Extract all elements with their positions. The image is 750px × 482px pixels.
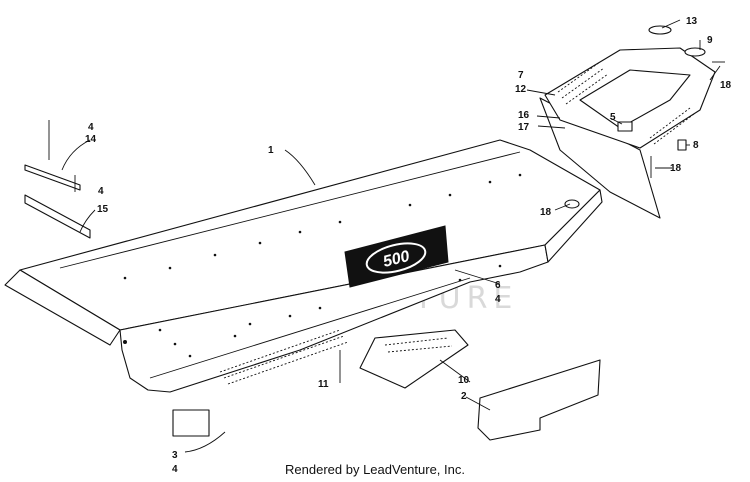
callout-14: 14	[85, 134, 97, 145]
callout-4-a: 4	[172, 464, 178, 475]
model-decal	[344, 225, 449, 288]
side-bracket-assembly	[24, 120, 91, 239]
callout-2: 2	[461, 391, 467, 402]
callout-8: 8	[693, 140, 699, 151]
running-board-tread	[219, 329, 349, 385]
rear-bumper-assembly	[539, 25, 725, 219]
callout-4-b: 4	[88, 122, 94, 133]
callout-6: 6	[495, 280, 501, 291]
reflector-9	[684, 47, 706, 57]
callout-17: 17	[518, 122, 530, 133]
callout-3: 3	[172, 450, 178, 461]
tunnel-top-crease	[59, 151, 521, 269]
callout-labels: 1 2 3 4 4 4 4 5 6 7 8 9 10 11 12 13 14 1…	[85, 16, 732, 475]
callout-11: 11	[318, 379, 329, 390]
callout-9: 9	[707, 35, 713, 46]
model-decal-text: 500	[381, 248, 411, 271]
bracket-5	[617, 121, 633, 132]
foot-rest-tread	[384, 337, 453, 353]
callout-18-a: 18	[540, 207, 552, 218]
callout-4-c: 4	[98, 186, 104, 197]
foot-rest	[359, 329, 469, 389]
callout-18-b: 18	[670, 163, 682, 174]
callout-10: 10	[458, 375, 470, 386]
callout-4-d: 4	[495, 294, 501, 305]
callout-13: 13	[686, 16, 698, 27]
tunnel-rear-edge	[544, 189, 603, 263]
callout-16: 16	[518, 110, 530, 121]
rear-bolt	[564, 199, 580, 209]
clip-8	[677, 139, 687, 151]
handle-grip-right	[649, 107, 695, 145]
callout-18-c: 18	[720, 80, 732, 91]
handle-grip-left	[557, 61, 609, 105]
bracket-14	[24, 164, 81, 191]
mounting-plate	[172, 409, 210, 437]
tunnel-holes	[123, 173, 522, 358]
callout-15: 15	[97, 204, 109, 215]
callout-1: 1	[268, 145, 274, 156]
callout-5: 5	[610, 112, 616, 123]
reflector-13	[648, 25, 672, 35]
tunnel-assembly: 500	[4, 139, 603, 393]
leader-lines	[61, 19, 721, 453]
bracket-15	[24, 194, 91, 239]
tunnel-lower-crease	[149, 277, 471, 379]
running-board-bracket	[477, 359, 601, 441]
grab-handle-opening	[579, 69, 691, 129]
footer-credit: Rendered by LeadVenture, Inc.	[285, 462, 465, 477]
callout-12: 12	[515, 84, 527, 95]
callout-7: 7	[518, 70, 524, 81]
